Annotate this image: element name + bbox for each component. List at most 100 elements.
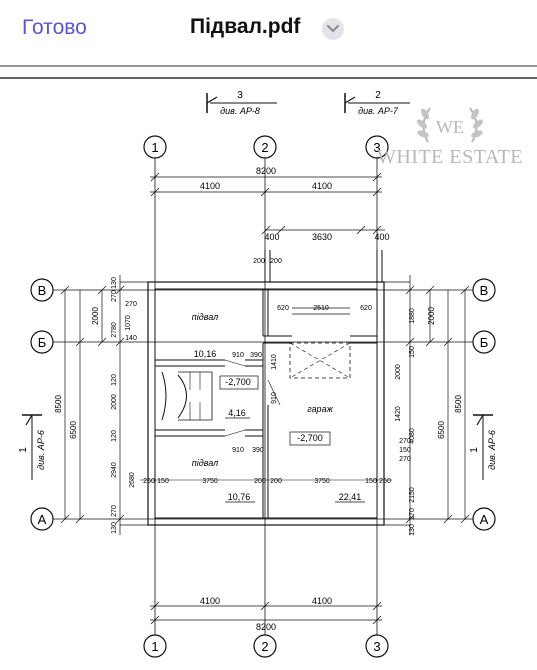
dim-left-2780: 2780 — [111, 322, 118, 338]
axis-row-a-left: А — [38, 512, 47, 527]
dim-left-2940: 2940 — [111, 462, 118, 478]
section-mark-1-right: 1 див. АР-6 — [469, 414, 497, 480]
room-area-basement-2: 10,76 — [228, 492, 251, 502]
room-area-stair: 4,16 — [228, 408, 246, 418]
dim-right-2150: 2150 — [409, 487, 416, 503]
dim-right-1420: 1420 — [395, 406, 402, 422]
dim-910b: 910 — [232, 447, 244, 454]
dim-left-1070: 1070 — [125, 315, 132, 331]
dim-250a: 250 — [143, 478, 155, 485]
section-ref-1-right: див. АР-6 — [487, 430, 497, 470]
dim-left-130a: 130 — [111, 277, 118, 289]
dim-150a: 150 — [157, 478, 169, 485]
dim-left-120b: 120 — [111, 430, 118, 442]
dim-half-right-top: 4100 — [312, 181, 332, 191]
level-stair: -2,700 — [225, 377, 251, 387]
done-button[interactable]: Готово — [22, 16, 87, 39]
chevron-down-icon[interactable] — [322, 18, 344, 40]
dim-left-total-6500: 6500 — [69, 421, 78, 439]
dim-3750a: 3750 — [202, 478, 218, 485]
room-area-basement-1: 10,16 — [194, 349, 217, 359]
section-num-3: 3 — [237, 90, 243, 101]
dim-3630: 3630 — [312, 232, 332, 242]
dim-right-total-6500: 6500 — [437, 421, 446, 439]
dim-right-4080: 4080 — [409, 428, 416, 444]
section-mark-1-left: 1 див. АР-6 — [18, 414, 46, 480]
floor-plan-drawing: 3 див. АР-8 2 див. АР-7 1 2 3 1 2 3 В Б … — [0, 65, 537, 658]
top-toolbar: Готово Підвал.pdf — [0, 0, 537, 60]
room-name-garage: гараж — [307, 404, 333, 414]
section-ref-2: див. АР-7 — [358, 106, 399, 116]
dim-200c: 200 — [254, 478, 266, 485]
dim-left-130b: 130 — [111, 522, 118, 534]
section-num-1-right: 1 — [469, 447, 480, 453]
dim-right-total-8500: 8500 — [454, 395, 463, 413]
dim-left-2000: 2000 — [111, 394, 118, 410]
section-num-2: 2 — [375, 90, 381, 101]
dim-half-left-top: 4100 — [200, 181, 220, 191]
dim-right-130: 130 — [409, 524, 416, 536]
room-name-basement-1: підвал — [192, 312, 218, 322]
axis-col-1-top: 1 — [151, 140, 158, 155]
dim-2510: 2510 — [313, 305, 329, 312]
axis-col-2-bottom: 2 — [261, 639, 268, 654]
dim-910a: 910 — [232, 352, 244, 359]
dim-620b: 620 — [360, 305, 372, 312]
dim-200a: 200 — [253, 258, 265, 265]
dim-left-total-8500: 8500 — [54, 395, 63, 413]
file-title: Підвал.pdf — [190, 15, 301, 38]
laurel-icon: WE — [417, 107, 483, 143]
section-mark-2: 2 див. АР-7 — [344, 90, 410, 116]
section-mark-3: 3 див. АР-8 — [206, 90, 277, 116]
axis-col-2-top: 2 — [261, 140, 268, 155]
level-garage: -2,700 — [297, 433, 323, 443]
dim-left-270a: 270 — [111, 290, 118, 302]
dim-400-left: 400 — [264, 232, 279, 242]
dim-right-1880: 1880 — [409, 308, 416, 324]
dim-right-150b: 150 — [399, 447, 411, 454]
dim-left-120a: 120 — [111, 374, 118, 386]
dim-3750b: 3750 — [314, 478, 330, 485]
axis-col-3-bottom: 3 — [373, 639, 380, 654]
axis-col-1-bottom: 1 — [151, 639, 158, 654]
dim-250b: 250 — [379, 478, 391, 485]
watermark-monogram: WE — [436, 117, 464, 137]
dim-half-right-bottom: 4100 — [312, 596, 332, 606]
axis-col-3-top: 3 — [373, 140, 380, 155]
dim-200b: 200 — [270, 258, 282, 265]
dim-left-270b: 270 — [125, 301, 137, 308]
axis-row-b-right: Б — [480, 335, 489, 350]
dim-620a: 620 — [277, 305, 289, 312]
dim-total-bottom: 8200 — [256, 622, 276, 632]
section-num-1-left: 1 — [18, 447, 29, 453]
section-ref-3: див. АР-8 — [220, 106, 260, 116]
dim-400-right: 400 — [374, 232, 389, 242]
dim-right-270a: 270 — [399, 438, 411, 445]
watermark-logo: WE WHITE ESTATE — [370, 102, 530, 182]
dim-390b: 390 — [252, 447, 264, 454]
dim-right-150: 150 — [409, 346, 416, 358]
room-area-garage: 22,41 — [339, 492, 362, 502]
axis-row-a-right: А — [480, 512, 489, 527]
dim-200d: 200 — [270, 478, 282, 485]
dim-right-total-2000: 2000 — [427, 307, 436, 325]
room-name-basement-2: підвал — [192, 458, 218, 468]
watermark-text: WHITE ESTATE — [376, 146, 524, 168]
dim-left-140a: 140 — [125, 335, 137, 342]
dim-right-270c: 270 — [409, 508, 416, 520]
dim-half-left-bottom: 4100 — [200, 596, 220, 606]
dim-390a: 390 — [250, 352, 262, 359]
pdf-page[interactable]: 3 див. АР-8 2 див. АР-7 1 2 3 1 2 3 В Б … — [0, 60, 537, 670]
axis-row-v-left: В — [38, 283, 47, 298]
axis-row-b-left: Б — [38, 335, 47, 350]
dim-left-total-2000: 2000 — [91, 307, 100, 325]
dim-right-2000: 2000 — [395, 364, 402, 380]
dim-910v: 910 — [271, 392, 278, 404]
axis-row-v-right: В — [480, 283, 489, 298]
section-ref-1-left: див. АР-6 — [36, 430, 46, 470]
dim-right-270b: 270 — [399, 456, 411, 463]
dim-150b: 150 — [365, 478, 377, 485]
dim-left-270c: 270 — [111, 505, 118, 517]
dim-1410: 1410 — [271, 354, 278, 370]
dim-left-2680: 2680 — [129, 472, 136, 488]
